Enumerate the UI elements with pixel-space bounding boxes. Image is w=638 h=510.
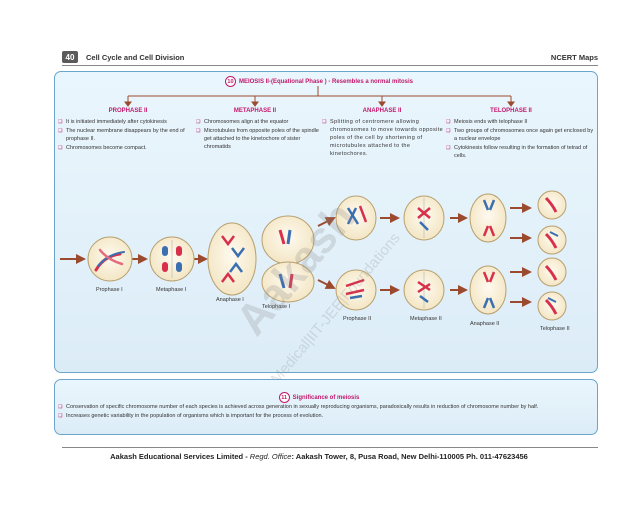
telophase1-cell [261, 215, 315, 303]
page-footer: Aakash Educational Services Limited - Re… [110, 452, 528, 461]
label-metaphase2: Metaphase II [410, 316, 442, 322]
label-anaphase1: Anaphase I [216, 297, 244, 303]
label-telophase1: Telophase I [262, 304, 291, 310]
bullet-item: Splitting of centromere allowing chromos… [322, 118, 444, 158]
telophase2-points: Meiosis ends with telophase II Two group… [446, 118, 594, 161]
bullet-item: Conservation of specific chromosome numb… [58, 403, 590, 411]
bullet-item: Meiosis ends with telophase II [446, 118, 594, 126]
bullet-item: Chromosomes align at the equator [196, 118, 322, 126]
telophase2-cells [537, 190, 567, 321]
footer-address: : Aakash Tower, 8, Pusa Road, New Delhi-… [291, 452, 528, 461]
label-prophase2: Prophase II [343, 316, 372, 322]
bullet-item: The nuclear membrane disappears by the e… [58, 127, 192, 143]
label-metaphase1: Metaphase I [156, 287, 187, 293]
chapter-title: Cell Cycle and Cell Division [86, 52, 185, 62]
bullet-item: Cytokinesis follow resulting in the form… [446, 144, 594, 160]
label-prophase1: Prophase I [96, 287, 123, 293]
header-divider [62, 65, 598, 66]
footer-company: Aakash Educational Services Limited [110, 452, 244, 461]
footer-regd-label: Regd. Office [249, 452, 292, 461]
anaphase2-points: Splitting of centromere allowing chromos… [322, 118, 444, 159]
bullet-item: It is initiated immediately after cytoki… [58, 118, 192, 126]
metaphase2-points: Chromosomes align at the equator Microtu… [196, 118, 322, 152]
meiosis-title-bar: 10 MEIOSIS II-(Equational Phase ) - Rese… [0, 76, 638, 87]
phase-heading-anaphase2: ANAPHASE II [362, 108, 402, 114]
section-number: 10 [224, 76, 236, 87]
label-telophase2: Telophase II [540, 326, 570, 332]
meiosis-title: MEIOSIS II-(Equational Phase ) - Resembl… [238, 78, 414, 85]
section-number: 11 [278, 392, 290, 403]
bullet-item: Microtubules from opposite poles of the … [196, 127, 322, 151]
phase-heading-metaphase2: METAPHASE II [233, 108, 277, 114]
prophase2-cells [335, 195, 377, 311]
bullet-item: Two groups of chromosomes once again get… [446, 127, 594, 143]
page-header: 40 Cell Cycle and Cell Division NCERT Ma… [62, 50, 598, 64]
prophase2-points: It is initiated immediately after cytoki… [58, 118, 192, 153]
footer-divider [62, 447, 598, 448]
series-title: NCERT Maps [550, 52, 598, 62]
anaphase2-cells [469, 193, 507, 315]
metaphase1-cell [149, 236, 195, 282]
phase-heading-telophase2: TELOPHASE II [490, 108, 532, 114]
significance-title: Significance of meiosis [292, 394, 360, 401]
phase-heading-prophase2: PROPHASE II [108, 108, 148, 114]
bullet-item: Chromosomes become compact. [58, 144, 192, 152]
metaphase2-cells [403, 195, 445, 311]
prophase1-cell [87, 236, 133, 282]
anaphase1-cell [207, 222, 257, 296]
label-anaphase2: Anaphase II [470, 321, 500, 327]
bullet-item: Increases genetic variability in the pop… [58, 412, 590, 420]
significance-points: Conservation of specific chromosome numb… [58, 403, 590, 421]
significance-title-bar: 11 Significance of meiosis [0, 392, 638, 403]
page-number: 40 [62, 51, 78, 63]
